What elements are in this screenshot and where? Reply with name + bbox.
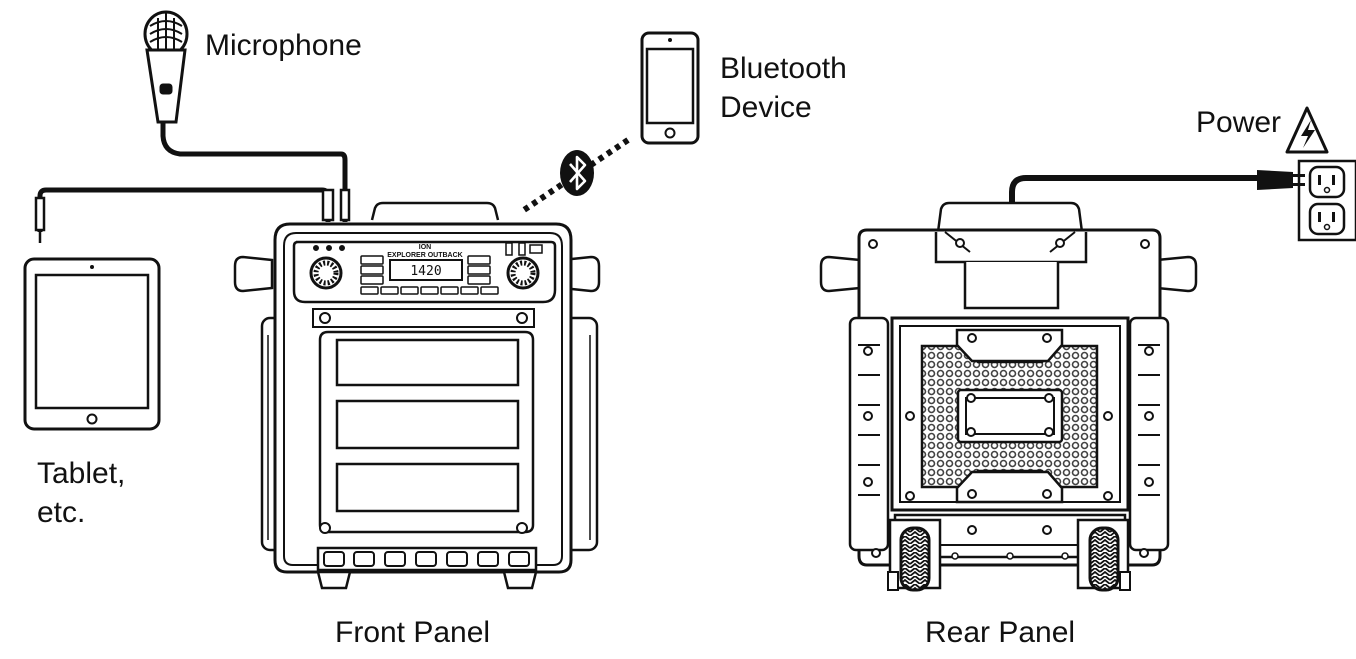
speaker-brand-logo: ION [419,244,431,251]
bluetooth-device [519,31,700,215]
microphone-label: Microphone [205,29,362,62]
rear-panel-label: Rear Panel [925,616,1075,649]
electrical-hazard-icon [1285,106,1329,154]
microphone [143,10,351,222]
rear-speaker [819,201,1198,592]
bluetooth-device-label-line2: Device [720,91,812,124]
speaker-model-name: EXPLORER OUTBACK [387,252,462,259]
tablet-label-line2: etc. [37,496,85,529]
lcd-display-readout: 1420 [410,264,441,279]
bluetooth-device-label-line1: Bluetooth [720,52,847,85]
front-panel-label: Front Panel [335,616,490,649]
front-speaker [233,201,601,590]
bluetooth-icon [560,150,594,196]
power-label: Power [1196,106,1281,139]
tablet-label-line1: Tablet, [37,457,125,490]
power-outlet [1297,159,1356,242]
tablet [23,187,335,431]
